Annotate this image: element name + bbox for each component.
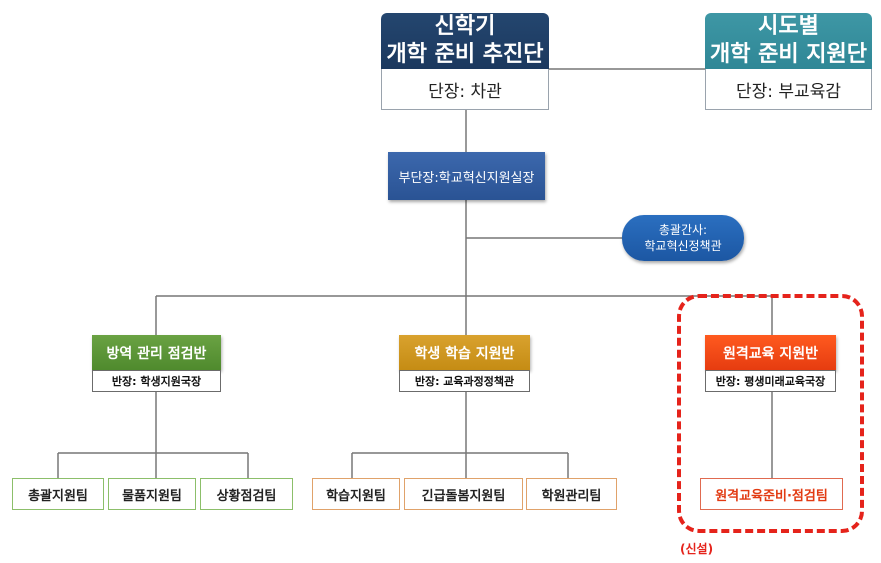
new-tag: (신설) bbox=[680, 542, 714, 556]
team-situation-check: 상황점검팀 bbox=[200, 478, 293, 510]
deputy-leader-box: 부단장:학교혁신지원실장 bbox=[388, 152, 545, 200]
regional-support-title-line1: 시도별 bbox=[758, 14, 819, 39]
team-remote-prep-check: 원격교육준비·점검팀 bbox=[700, 478, 843, 510]
group-remote-title: 원격교육 지원반 bbox=[705, 335, 836, 370]
team-supplies-support: 물품지원팀 bbox=[108, 478, 196, 510]
regional-support-leader: 단장: 부교육감 bbox=[705, 69, 872, 110]
team-learning-support: 학습지원팀 bbox=[312, 478, 400, 510]
team-academy-management: 학원관리팀 bbox=[526, 478, 617, 510]
regional-support-title-line2: 개학 준비 지원단 bbox=[710, 42, 867, 67]
central-taskforce-title-line2: 개학 준비 추진단 bbox=[386, 42, 544, 67]
group-quarantine-leader: 반장: 학생지원국장 bbox=[92, 370, 221, 392]
coordinator-line2: 학교혁신정책관 bbox=[644, 239, 722, 253]
new-unit-highlight bbox=[677, 294, 864, 533]
group-remote-leader: 반장: 평생미래교육국장 bbox=[705, 370, 836, 392]
team-emergency-care: 긴급돌봄지원팀 bbox=[404, 478, 523, 510]
central-taskforce-leader: 단장: 차관 bbox=[381, 69, 549, 110]
group-learning-leader: 반장: 교육과정정책관 bbox=[399, 370, 530, 392]
central-taskforce-title-line1: 신학기 bbox=[434, 14, 496, 39]
team-general-support: 총괄지원팀 bbox=[12, 478, 104, 510]
coordinator-pill: 총괄간사: 학교혁신정책관 bbox=[622, 215, 744, 261]
group-quarantine-title: 방역 관리 점검반 bbox=[92, 335, 221, 370]
group-learning-title: 학생 학습 지원반 bbox=[399, 335, 530, 370]
central-taskforce-title: 신학기 개학 준비 추진단 bbox=[381, 13, 549, 69]
coordinator-line1: 총괄간사: bbox=[658, 223, 708, 237]
regional-support-title: 시도별 개학 준비 지원단 bbox=[705, 13, 872, 69]
